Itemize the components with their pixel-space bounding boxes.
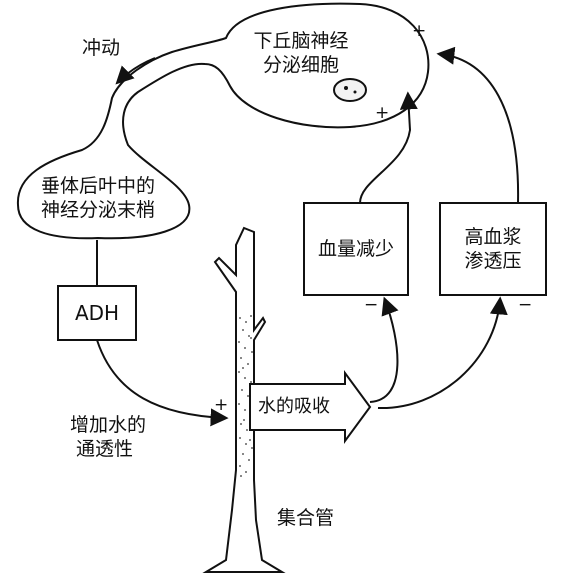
collecting-duct-label: 集合管 [277, 507, 335, 529]
duct-stipple [238, 315, 253, 477]
impulse-arrow [115, 57, 156, 85]
neuron-outline [16, 2, 430, 240]
permeability-label-line2: 通透性 [76, 438, 134, 460]
pituitary-label-line2: 神经分泌末梢 [40, 199, 155, 221]
minus-sign-plasma: − [518, 295, 533, 315]
pituitary-label-line1: 垂体后叶中的 [40, 175, 155, 197]
hypothalamus-label-line2: 分泌细胞 [262, 54, 339, 76]
water-absorption-label: 水的吸收 [258, 396, 330, 417]
water-to-plasma-arrow [377, 296, 508, 410]
blood-volume-label: 血量减少 [317, 238, 394, 260]
permeability-label-line1: 增加水的 [70, 414, 147, 436]
adh-label: ADH [74, 301, 120, 325]
plasma-label-line1: 高血浆 [464, 226, 522, 248]
water-to-blood-arrow [369, 296, 399, 403]
plasma-label-line2: 渗透压 [464, 250, 522, 272]
hypothalamus-label-line1: 下丘脑神经 [253, 30, 349, 52]
plasma-to-hypothalamus-arrow [436, 46, 520, 204]
plasma-box [439, 202, 547, 296]
blood-volume-box [303, 202, 409, 296]
blood-to-hypothalamus-arrow [359, 91, 418, 204]
impulse-label: 冲动 [82, 37, 121, 59]
plus-sign-permeability: + [214, 395, 229, 415]
plus-sign-mid: + [375, 103, 390, 123]
water-absorption-arrow [249, 369, 372, 445]
nucleus [333, 78, 367, 102]
minus-sign-blood: − [364, 295, 379, 315]
adh-to-duct-arrow [96, 339, 229, 427]
collecting-duct [202, 226, 286, 573]
plus-sign-top-right: + [412, 21, 427, 41]
